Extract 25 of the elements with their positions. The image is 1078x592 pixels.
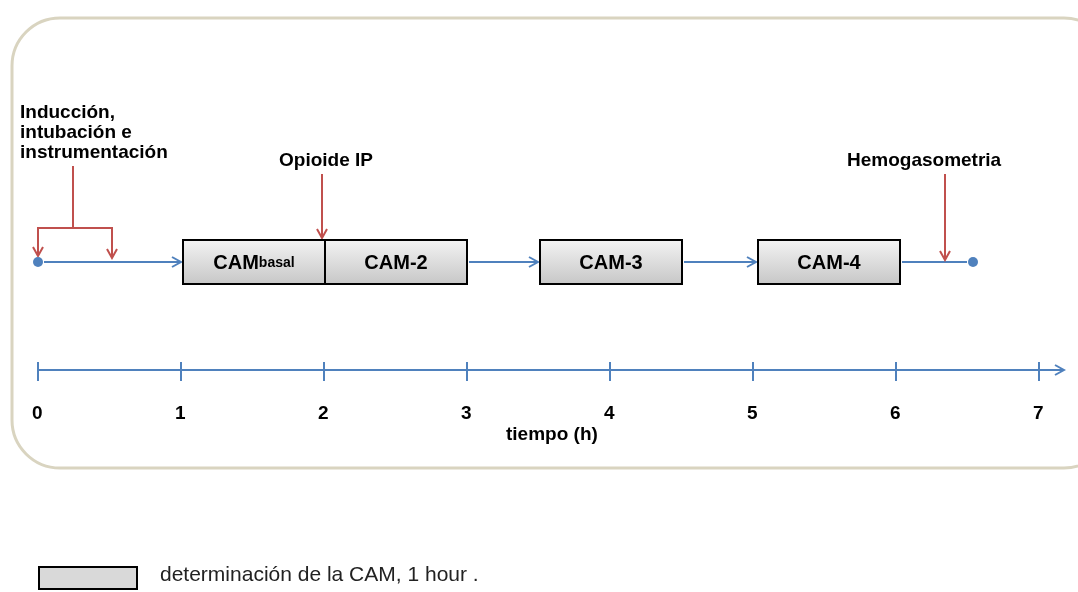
tick-label: 5 [747, 402, 758, 424]
phase-box: CAM-2 [324, 239, 468, 285]
endpoint-dot [968, 257, 978, 267]
event-label: Inducción, intubación e instrumentación [20, 102, 192, 164]
arrow [468, 256, 539, 268]
phase-box: CAM-3 [539, 239, 683, 285]
tick-label: 2 [318, 402, 329, 424]
event-label: Hemogasometria [847, 150, 1062, 172]
connector-line [901, 261, 968, 263]
tick-label: 4 [604, 402, 615, 424]
arrow [939, 173, 951, 261]
axis-title: tiempo (h) [506, 423, 598, 445]
tick-label: 3 [461, 402, 472, 424]
event-label: Opioide IP [279, 150, 409, 172]
endpoint-dot [33, 257, 43, 267]
arrow [72, 165, 118, 259]
tick-label: 1 [175, 402, 186, 424]
arrow [683, 256, 757, 268]
arrow [43, 256, 182, 268]
tick-label: 6 [890, 402, 901, 424]
legend-text: determinación de la CAM, 1 hour . [160, 562, 479, 586]
arrow [316, 173, 328, 239]
phase-box: CAM-4 [757, 239, 901, 285]
tick-label: 0 [32, 402, 43, 424]
tick-label: 7 [1033, 402, 1044, 424]
